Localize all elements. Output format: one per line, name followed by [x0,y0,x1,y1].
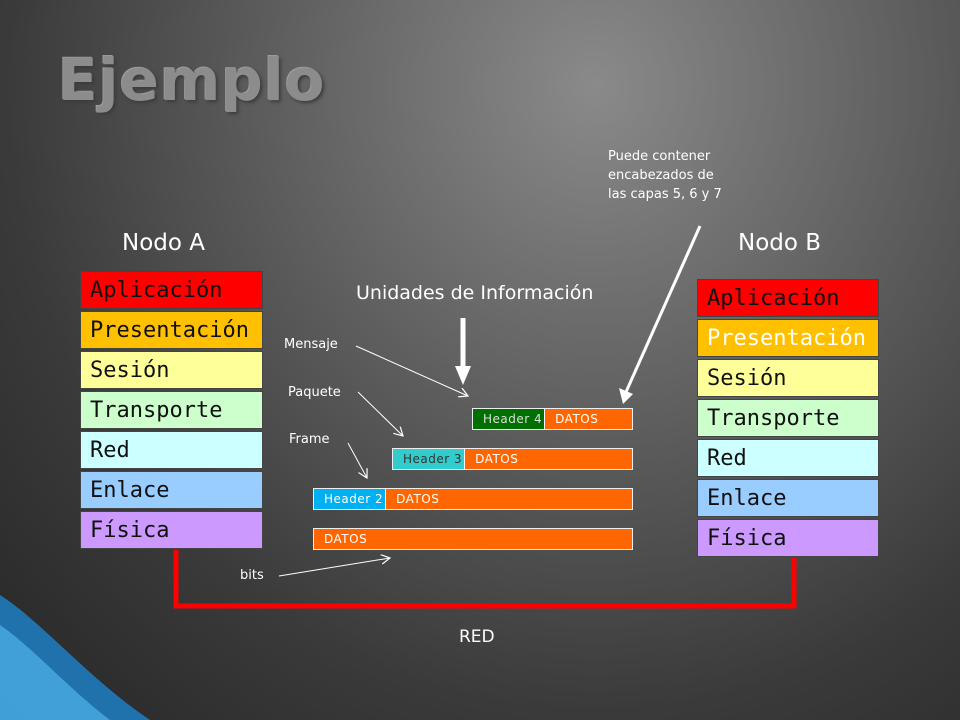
packet-mensaje: Header 4 DATOS [472,408,633,430]
node-a-layer-aplicacion: Aplicación [80,271,263,309]
network-line [173,550,797,609]
bits-arrow-icon [278,558,390,577]
headers-note: Puede contener encabezados de las capas … [608,147,722,204]
node-a-layer-red: Red [80,431,263,469]
packet-bits: DATOS [313,528,633,550]
decorative-swoosh-light [0,625,110,720]
label-mensaje: Mensaje [284,337,338,352]
down-arrow-icon [455,318,471,385]
note-arrow-icon [619,225,702,404]
node-a-layer-presentacion: Presentación [80,311,263,349]
units-heading: Unidades de Información [356,282,594,304]
node-b-layer-aplicacion: Aplicación [697,279,879,317]
node-b-layer-presentacion: Presentación [697,319,879,357]
node-a-layer-transporte: Transporte [80,391,263,429]
node-b-title: Nodo B [738,230,822,256]
node-a-layer-fisica: Física [80,511,263,549]
packet-header-3: Header 3 [393,449,466,469]
mensaje-arrow-icon [355,345,468,396]
packet-data-2: DATOS [386,489,632,509]
node-b-layer-sesion: Sesión [697,359,879,397]
packet-data-1: DATOS [314,529,632,549]
network-label: RED [459,627,495,647]
label-paquete: Paquete [288,385,341,400]
packet-frame: Header 2 DATOS [313,488,633,510]
note-line-1: Puede contener [608,149,711,164]
packet-header-4: Header 4 [473,409,546,429]
label-bits: bits [240,568,264,583]
note-line-2: encabezados de [608,168,714,183]
node-a-title: Nodo A [122,230,205,256]
frame-arrow-icon [347,442,367,478]
node-b-layer-transporte: Transporte [697,399,879,437]
packet-data-4: DATOS [545,409,632,429]
paquete-arrow-icon [357,391,403,436]
packet-header-2: Header 2 [314,489,387,509]
node-a-layer-enlace: Enlace [80,471,263,509]
node-b-layer-enlace: Enlace [697,479,879,517]
node-a-layer-sesion: Sesión [80,351,263,389]
slide-title: Ejemplo [58,46,326,114]
packet-paquete: Header 3 DATOS [392,448,633,470]
node-b-layer-red: Red [697,439,879,477]
packet-data-3: DATOS [465,449,632,469]
note-line-3: las capas 5, 6 y 7 [608,187,722,202]
label-frame: Frame [289,432,330,447]
node-b-layer-fisica: Física [697,519,879,557]
